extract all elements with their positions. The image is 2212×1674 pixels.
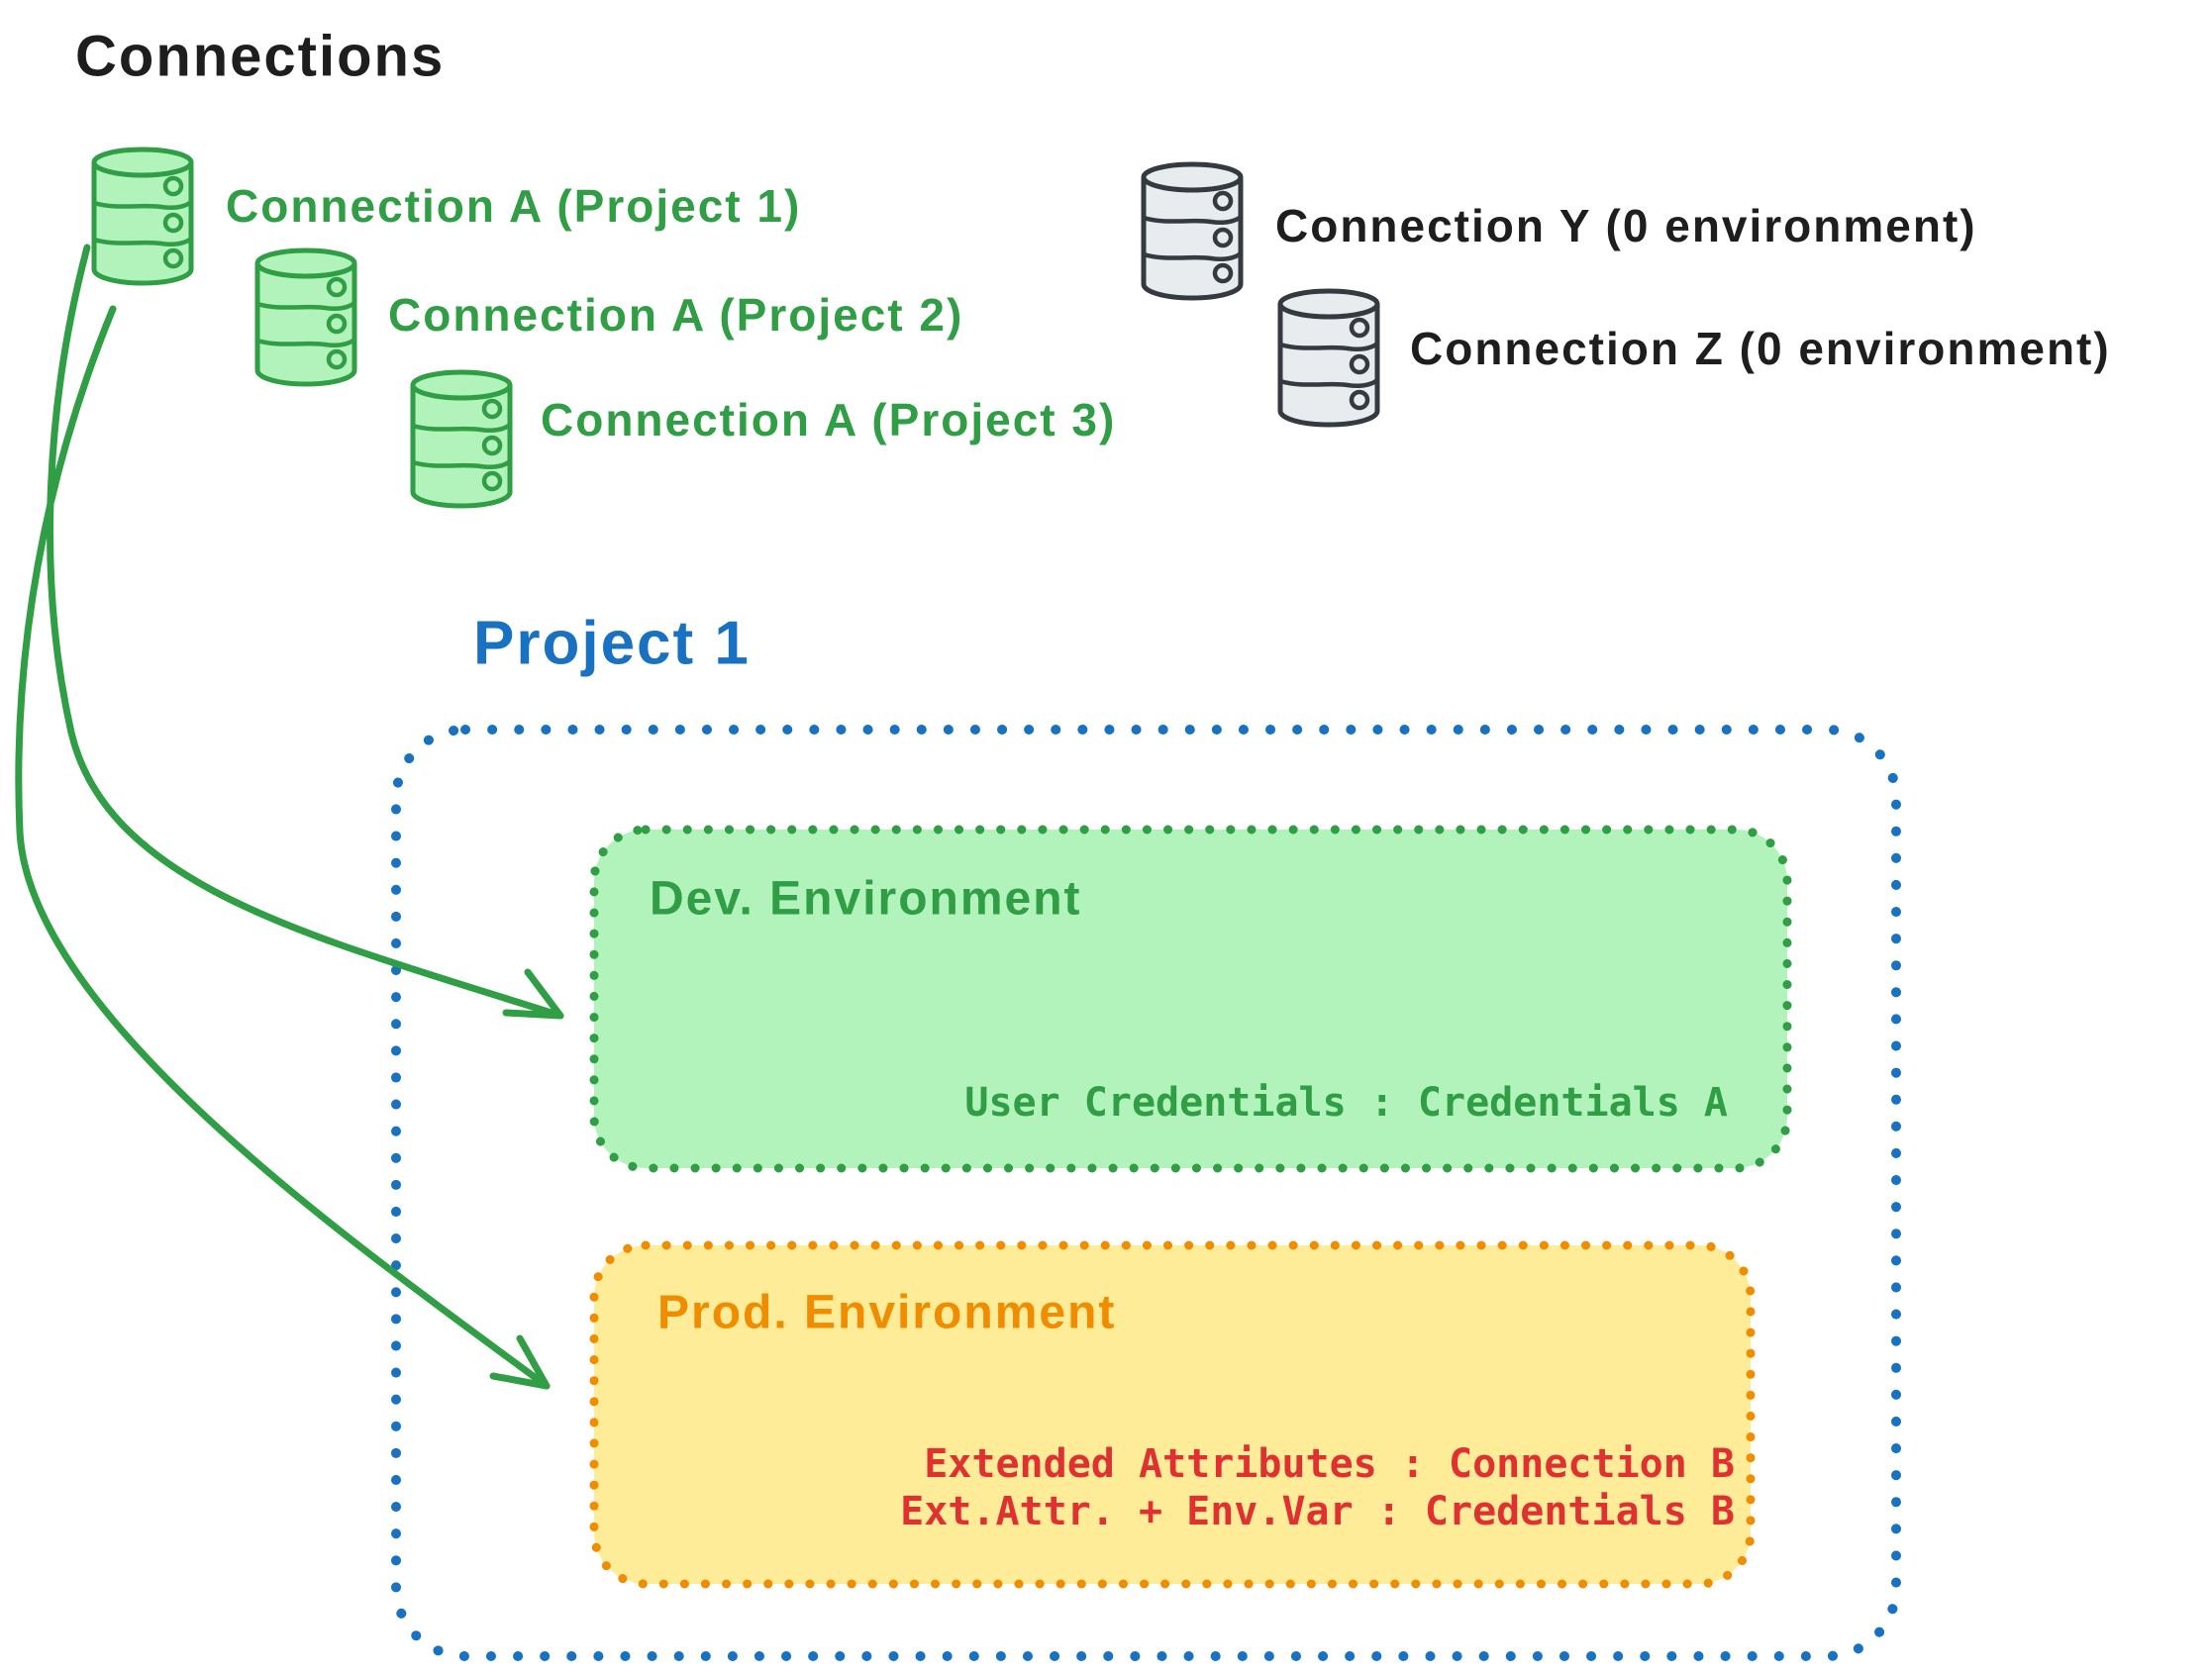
connection-a-project-2-label: Connection A (Project 2)	[388, 289, 964, 341]
arrow-to-dev-environment-icon	[47, 244, 564, 1020]
page-title: Connections	[75, 24, 446, 89]
database-icon	[1280, 291, 1377, 425]
prod-environment-box	[589, 1240, 1756, 1589]
dev-environment-title: Dev. Environment	[650, 872, 1082, 926]
database-icon	[413, 372, 510, 506]
prod-env-var-mapping: Ext.Attr. + Env.Var : Credentials B	[900, 1489, 1735, 1534]
database-icon	[257, 250, 354, 384]
connection-a-project-1-label: Connection A (Project 1)	[226, 180, 802, 232]
connection-a-project-3-label: Connection A (Project 3)	[541, 394, 1117, 445]
database-icon	[94, 149, 191, 283]
database-icon	[1144, 164, 1241, 298]
dev-credentials-mapping: User Credentials : Credentials A	[964, 1080, 1728, 1126]
prod-environment-title: Prod. Environment	[657, 1286, 1117, 1339]
project-1-title: Project 1	[473, 609, 751, 678]
dev-environment-box	[589, 825, 1792, 1173]
connection-y-label: Connection Y (0 environment)	[1275, 200, 1977, 251]
prod-extended-attributes-mapping: Extended Attributes : Connection B	[924, 1441, 1735, 1487]
connection-z-label: Connection Z (0 environment)	[1410, 323, 2111, 374]
arrow-to-prod-environment-icon	[15, 305, 551, 1390]
